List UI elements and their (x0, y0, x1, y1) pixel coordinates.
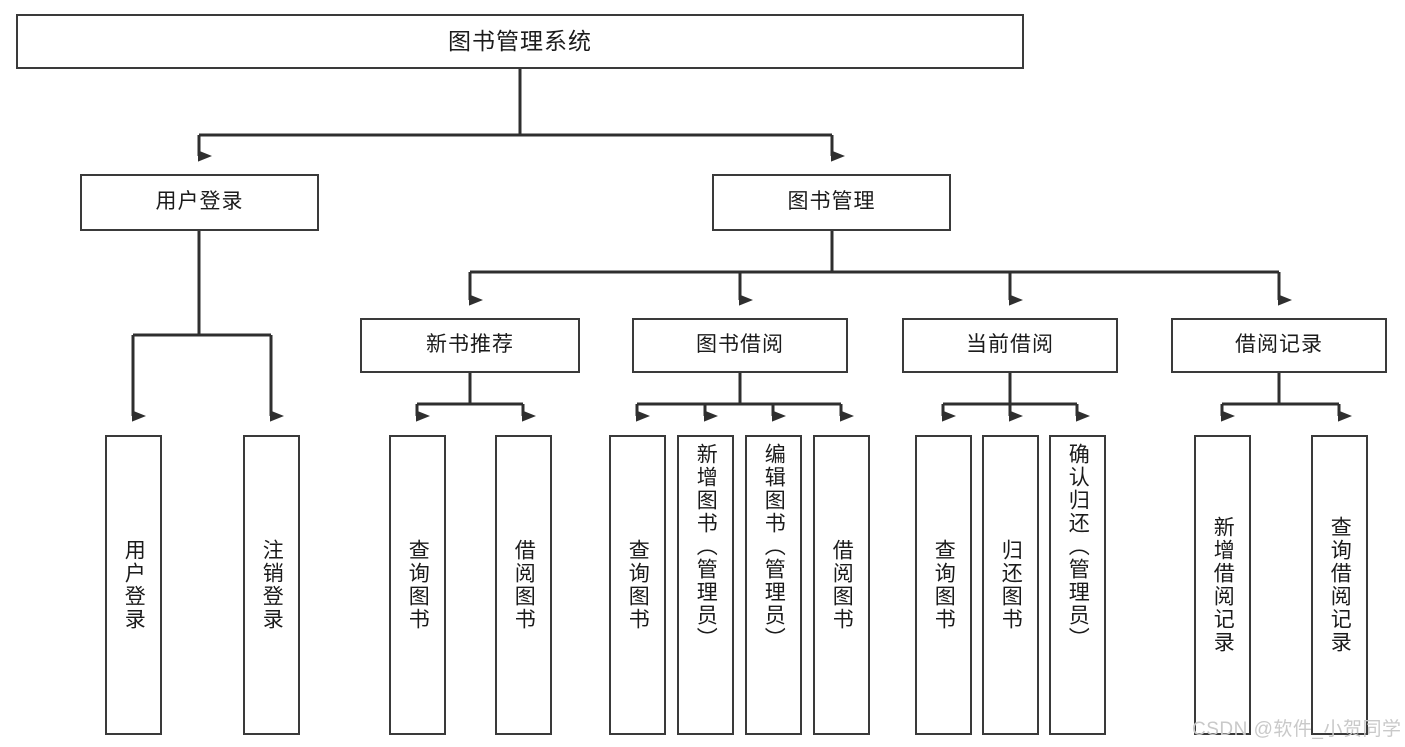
leaf-book-borrow-borrow[interactable]: 借阅图书 (813, 435, 870, 735)
node-label: 注销登录 (260, 539, 284, 631)
leaf-new-book-query[interactable]: 查询图书 (389, 435, 446, 735)
node-label: 归还图书 (999, 539, 1023, 631)
node-book-borrow[interactable]: 图书借阅 (632, 318, 848, 373)
node-label: 查询图书 (626, 539, 650, 631)
node-label: 借阅图书 (830, 539, 854, 631)
node-new-book-recommend[interactable]: 新书推荐 (360, 318, 580, 373)
leaf-current-borrow-confirm[interactable]: 确认归还（管理员） (1049, 435, 1106, 735)
node-label: 编辑图书（管理员） (762, 443, 786, 650)
node-label: 图书管理 (787, 190, 876, 214)
leaf-book-borrow-edit[interactable]: 编辑图书（管理员） (745, 435, 802, 735)
watermark: CSDN @软件_小贺同学 (1192, 719, 1402, 740)
leaf-current-borrow-return[interactable]: 归还图书 (982, 435, 1039, 735)
node-label: 新增借阅记录 (1211, 516, 1235, 654)
node-user-login[interactable]: 用户登录 (80, 174, 319, 231)
leaf-user-login-login[interactable]: 用户登录 (105, 435, 162, 735)
leaf-user-login-logout[interactable]: 注销登录 (243, 435, 300, 735)
leaf-book-borrow-add[interactable]: 新增图书（管理员） (677, 435, 734, 735)
node-label: 查询图书 (406, 539, 430, 631)
node-label: 用户登录 (155, 190, 244, 214)
node-label: 新增图书（管理员） (694, 443, 718, 650)
node-label: 图书借阅 (696, 333, 784, 357)
node-root-system[interactable]: 图书管理系统 (16, 14, 1024, 69)
node-label: 当前借阅 (966, 333, 1054, 357)
node-label: 查询借阅记录 (1328, 516, 1352, 654)
node-label: 图书管理系统 (448, 28, 592, 55)
node-current-borrow[interactable]: 当前借阅 (902, 318, 1118, 373)
node-book-management[interactable]: 图书管理 (712, 174, 951, 231)
leaf-borrow-record-add[interactable]: 新增借阅记录 (1194, 435, 1251, 735)
node-label: 新书推荐 (426, 333, 514, 357)
leaf-new-book-borrow[interactable]: 借阅图书 (495, 435, 552, 735)
leaf-borrow-record-query[interactable]: 查询借阅记录 (1311, 435, 1368, 735)
node-label: 确认归还（管理员） (1066, 443, 1090, 650)
node-label: 用户登录 (122, 539, 146, 631)
node-label: 借阅图书 (512, 539, 536, 631)
node-label: 借阅记录 (1235, 333, 1323, 357)
leaf-book-borrow-query[interactable]: 查询图书 (609, 435, 666, 735)
leaf-current-borrow-query[interactable]: 查询图书 (915, 435, 972, 735)
node-label: 查询图书 (932, 539, 956, 631)
node-borrow-record[interactable]: 借阅记录 (1171, 318, 1387, 373)
